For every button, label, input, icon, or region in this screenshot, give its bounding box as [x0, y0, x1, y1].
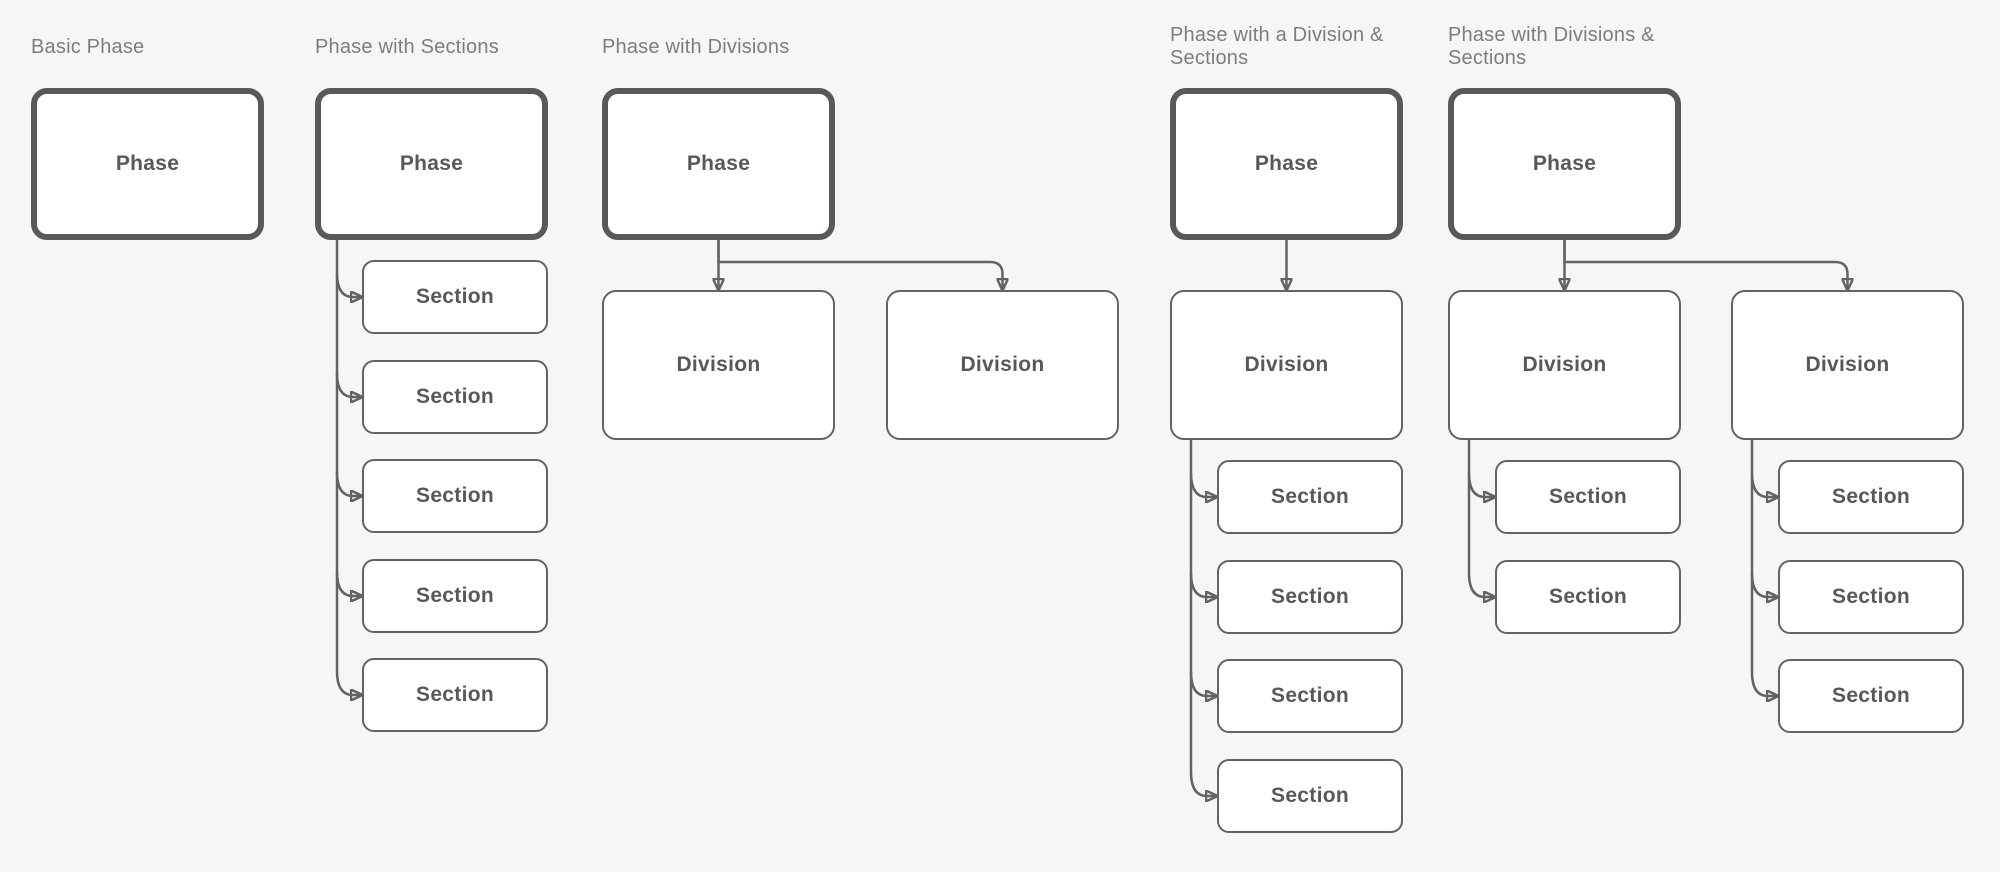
section-box: Section: [1778, 460, 1964, 534]
connector-elbow-section: [335, 471, 362, 496]
section-box: Section: [362, 360, 548, 434]
connector-elbow-section: [335, 372, 362, 397]
section-label: Section: [1271, 684, 1349, 707]
section-box: Section: [362, 260, 548, 334]
section-box: Section: [1217, 759, 1403, 833]
division-label: Division: [1805, 353, 1890, 376]
section-box: Section: [1495, 460, 1681, 534]
phase-label: Phase: [115, 152, 180, 175]
connector-elbow-section: [1189, 771, 1217, 796]
section-box: Section: [1778, 560, 1964, 634]
phase-box: Phase: [31, 88, 264, 240]
connector-elbow-section: [1189, 671, 1217, 696]
phase-label: Phase: [686, 152, 751, 175]
section-box: Section: [1217, 659, 1403, 733]
division-label: Division: [1522, 353, 1607, 376]
connector-phase-division-branch: [1563, 240, 1848, 290]
connector-elbow-section: [335, 670, 362, 695]
connector-elbow-section: [1750, 572, 1778, 597]
connector-elbow-section: [1467, 572, 1495, 597]
section-label: Section: [416, 285, 494, 308]
connector-elbow-section: [1189, 572, 1217, 597]
section-box: Section: [362, 459, 548, 533]
section-box: Section: [1778, 659, 1964, 733]
section-box: Section: [1217, 460, 1403, 534]
section-label: Section: [1549, 585, 1627, 608]
section-label: Section: [416, 484, 494, 507]
phase-box: Phase: [1170, 88, 1403, 240]
group-title-phase-division-sections: Phase with a Division & Sections: [1170, 24, 1384, 69]
section-label: Section: [416, 683, 494, 706]
division-box: Division: [1448, 290, 1681, 440]
connector-elbow-section: [1467, 472, 1495, 497]
section-label: Section: [416, 584, 494, 607]
division-box: Division: [602, 290, 835, 440]
section-box: Section: [1495, 560, 1681, 634]
phase-box: Phase: [1448, 88, 1681, 240]
connector-phase-division-branch: [717, 240, 1003, 290]
section-box: Section: [1217, 560, 1403, 634]
section-label: Section: [1832, 585, 1910, 608]
connector-elbow-section: [1750, 671, 1778, 696]
division-label: Division: [1244, 353, 1329, 376]
section-label: Section: [1549, 485, 1627, 508]
group-title-phase-divisions-sections: Phase with Divisions & Sections: [1448, 24, 1655, 69]
connector-elbow-section: [1750, 472, 1778, 497]
division-label: Division: [676, 353, 761, 376]
group-title-basic-phase: Basic Phase: [31, 36, 145, 58]
connector-elbow-section: [335, 571, 362, 596]
section-label: Section: [1271, 585, 1349, 608]
connector-elbow-section: [1189, 472, 1217, 497]
section-label: Section: [416, 385, 494, 408]
division-box: Division: [1170, 290, 1403, 440]
phase-label: Phase: [1254, 152, 1319, 175]
section-label: Section: [1271, 784, 1349, 807]
division-label: Division: [960, 353, 1045, 376]
phase-label: Phase: [1532, 152, 1597, 175]
section-box: Section: [362, 658, 548, 732]
connector-elbow-section: [335, 272, 362, 297]
section-label: Section: [1832, 684, 1910, 707]
phase-label: Phase: [399, 152, 464, 175]
group-title-phase-with-sections: Phase with Sections: [315, 36, 499, 58]
section-label: Section: [1832, 485, 1910, 508]
phase-box: Phase: [315, 88, 548, 240]
group-title-phase-with-divisions: Phase with Divisions: [602, 36, 790, 58]
section-box: Section: [362, 559, 548, 633]
section-label: Section: [1271, 485, 1349, 508]
division-box: Division: [1731, 290, 1964, 440]
division-box: Division: [886, 290, 1119, 440]
phase-box: Phase: [602, 88, 835, 240]
